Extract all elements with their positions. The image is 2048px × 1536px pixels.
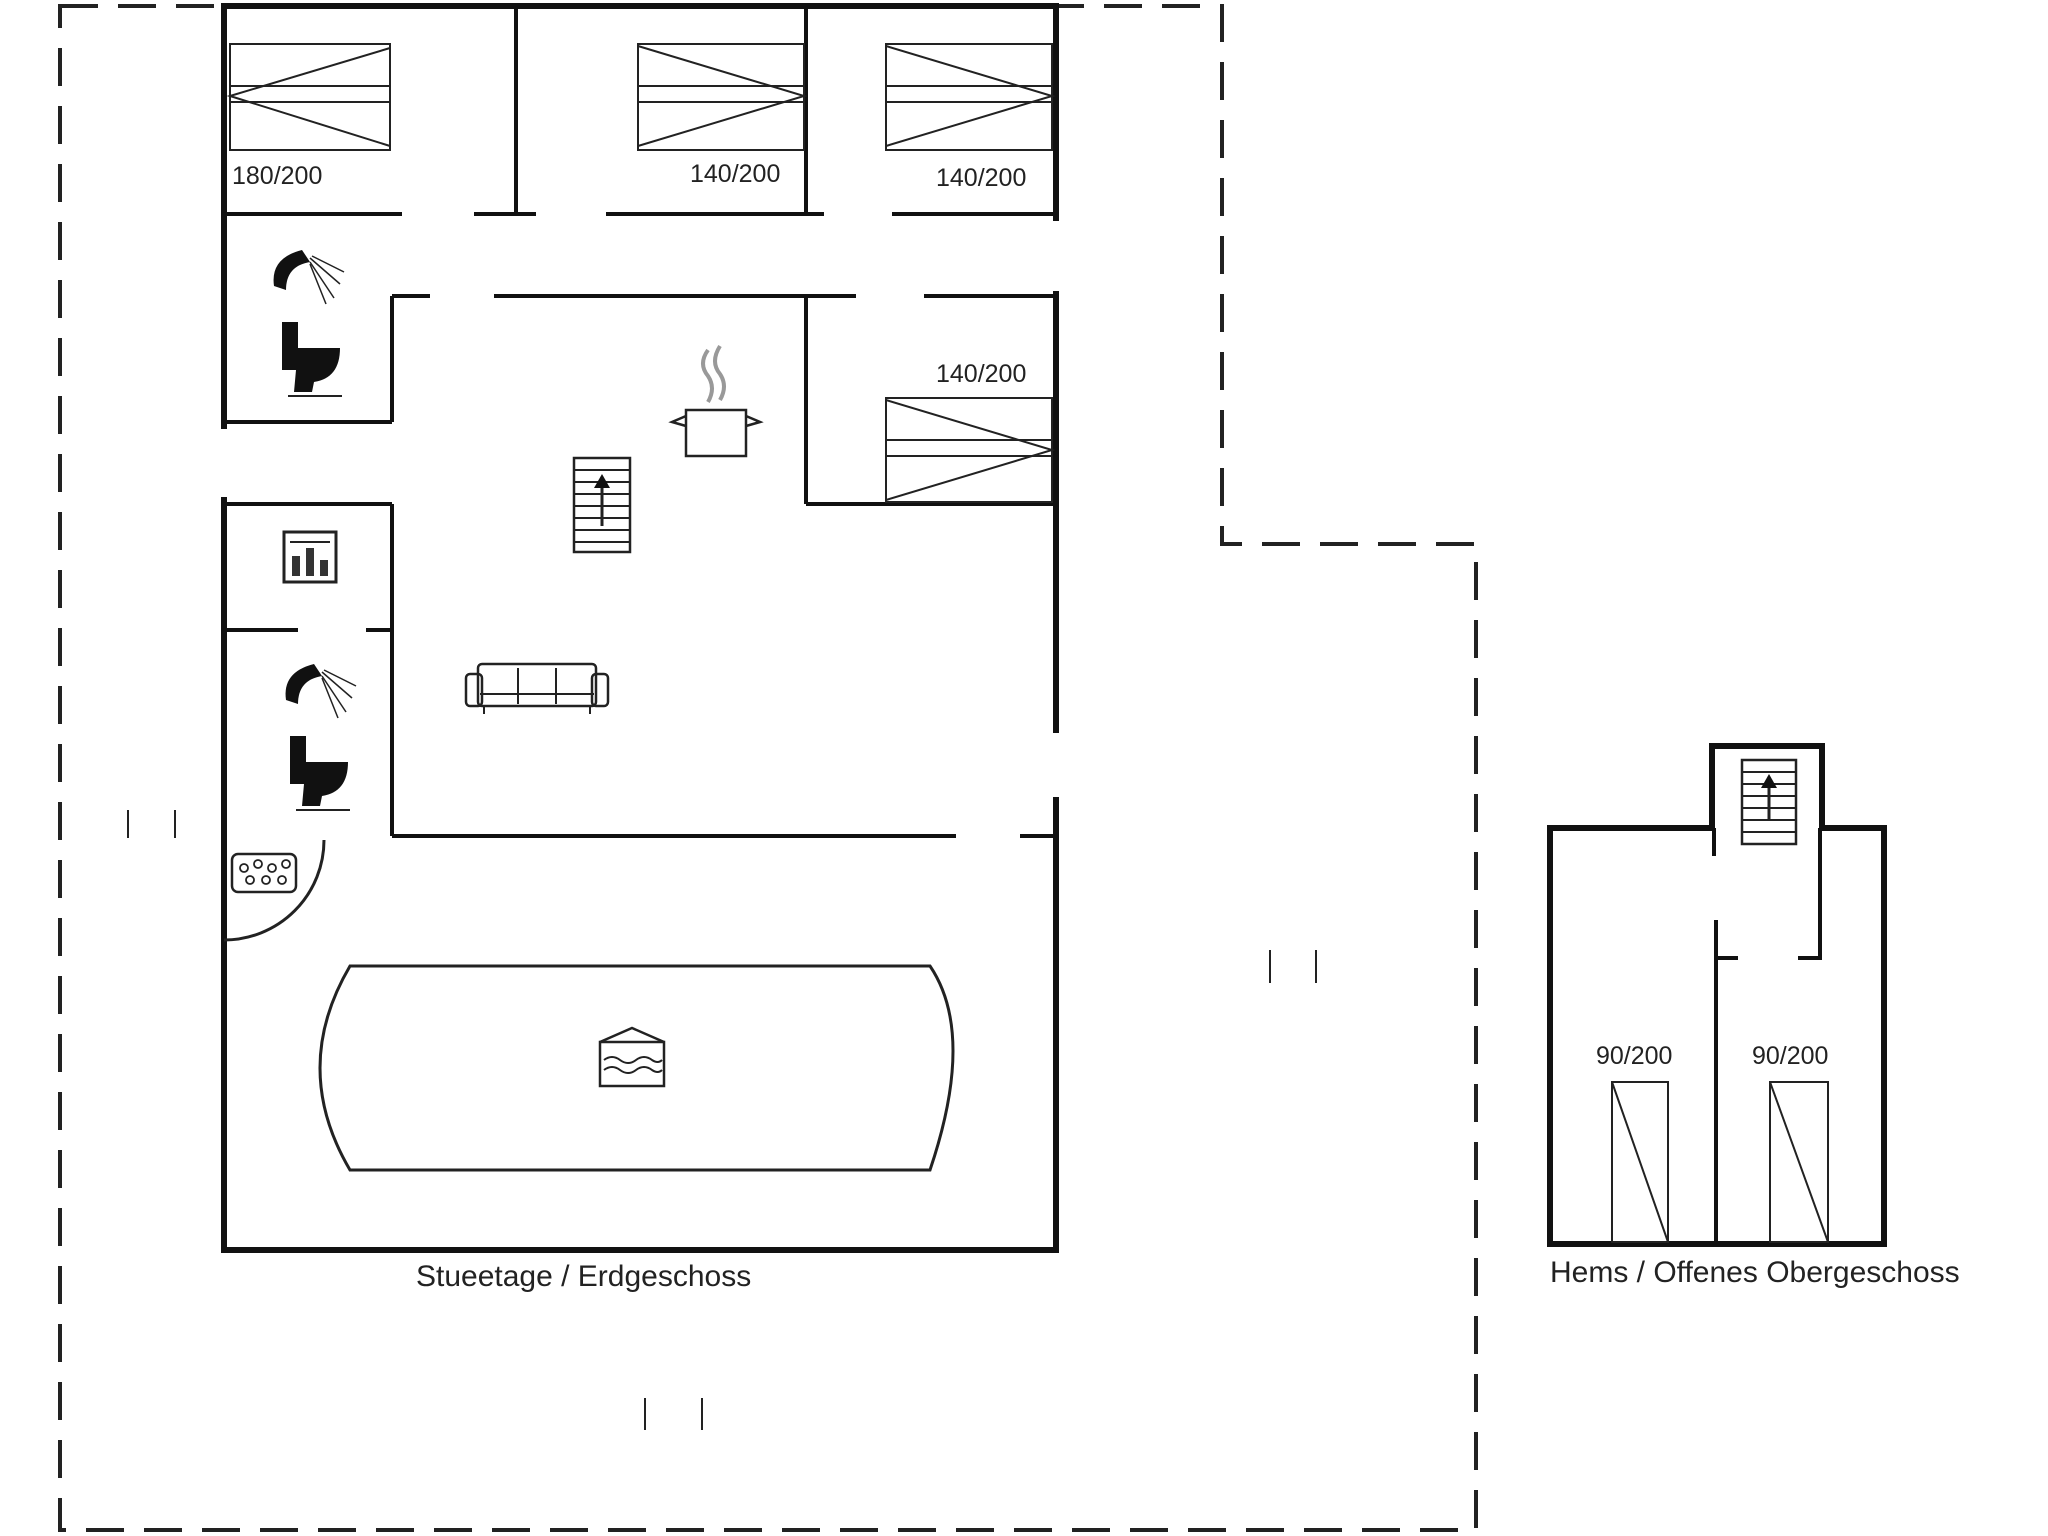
bed-4-size: 140/200 bbox=[936, 360, 1026, 388]
bed-1-size: 180/200 bbox=[232, 162, 322, 190]
toilet-icon bbox=[282, 322, 342, 397]
bed-2-size: 140/200 bbox=[690, 160, 780, 188]
toilet-icon bbox=[290, 736, 350, 811]
pool-icon bbox=[598, 1026, 666, 1088]
bed-5 bbox=[1611, 1081, 1669, 1243]
sauna-icon bbox=[230, 852, 298, 894]
pool bbox=[318, 964, 955, 1172]
bed-4 bbox=[885, 397, 1056, 503]
washer-icon bbox=[282, 530, 338, 584]
shower-icon bbox=[285, 664, 357, 719]
shower-icon bbox=[273, 250, 345, 305]
loft-floor-label: Hems / Offenes Obergeschoss bbox=[1550, 1256, 1960, 1289]
bed-6 bbox=[1769, 1081, 1829, 1243]
terrace-outline bbox=[58, 4, 1478, 1532]
stairs-icon bbox=[1740, 758, 1798, 846]
stove-icon bbox=[668, 344, 764, 458]
ground-floor-label: Stueetage / Erdgeschoss bbox=[416, 1260, 751, 1293]
bed-1 bbox=[226, 43, 391, 151]
bed-3 bbox=[885, 43, 1056, 151]
bed-6-size: 90/200 bbox=[1752, 1042, 1828, 1070]
tick-marks bbox=[127, 810, 1317, 1430]
ground-floor bbox=[221, 3, 1059, 1253]
stairs-icon bbox=[572, 456, 632, 554]
bed-3-size: 140/200 bbox=[936, 164, 1026, 192]
bed-2 bbox=[637, 43, 808, 151]
sofa-icon bbox=[464, 662, 610, 714]
bed-5-size: 90/200 bbox=[1596, 1042, 1672, 1070]
loft-floor bbox=[1547, 743, 1887, 1247]
